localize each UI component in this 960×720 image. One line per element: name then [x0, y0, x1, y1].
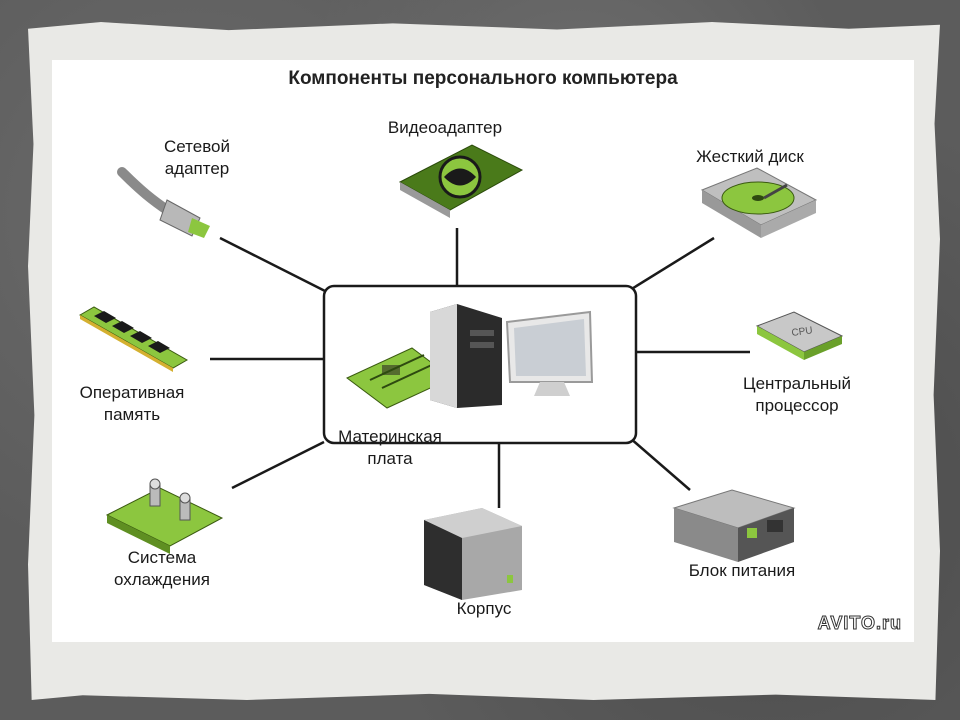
- label-video-adapter: Видеоадаптер: [387, 118, 503, 137]
- network-adapter-icon: [117, 167, 210, 238]
- avito-watermark: AVITO.ru: [817, 613, 902, 634]
- connector-psu: [629, 437, 691, 491]
- video-card-icon: [398, 144, 524, 218]
- label-cpu: Центральный процессор: [743, 374, 851, 415]
- monitor-icon: [505, 310, 594, 396]
- connector-cooling: [231, 440, 325, 490]
- label-case: Корпус: [456, 599, 512, 618]
- ram-module-icon: [78, 306, 189, 372]
- diagram-card: Компоненты персонального компьютера: [52, 60, 914, 642]
- label-ram: Оперативная память: [79, 383, 185, 424]
- label-cooling: Система охлаждения: [114, 548, 210, 589]
- pc-case-icon: [424, 508, 522, 600]
- label-network-adapter: Сетевой адаптер: [163, 137, 230, 178]
- svg-text:CPU: CPU: [791, 325, 813, 339]
- connector-network: [219, 236, 328, 294]
- label-power-supply: Блок питания: [688, 561, 796, 580]
- system-unit-icon: [430, 304, 502, 408]
- power-supply-icon: [672, 489, 796, 562]
- cooling-system-icon: [105, 478, 224, 554]
- diagram-canvas: CPU: [78, 144, 844, 600]
- diagram-title: Компоненты персонального компьютера: [288, 68, 678, 89]
- label-motherboard: Материнская плата: [338, 427, 442, 468]
- connector-disk: [629, 236, 715, 292]
- hard-disk-icon: [700, 167, 818, 238]
- label-hard-disk: Жесткий диск: [696, 147, 804, 166]
- cpu-chip-icon: CPU: [755, 311, 844, 360]
